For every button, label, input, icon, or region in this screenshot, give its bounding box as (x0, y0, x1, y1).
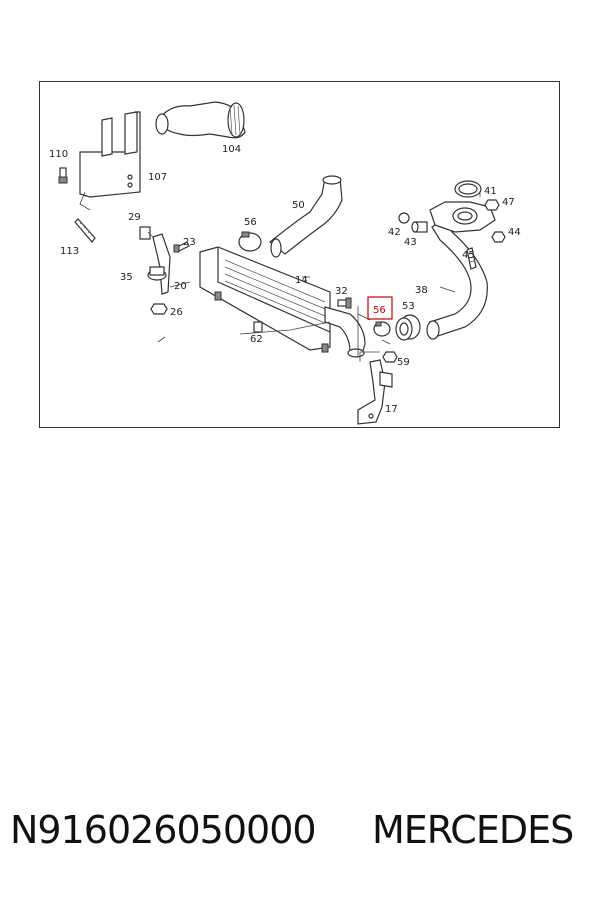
part-38-charge-pipe (426, 219, 488, 340)
part-107-bracket (79, 111, 141, 211)
label-113: 113 (60, 246, 79, 257)
label-62: 62 (250, 334, 263, 345)
label-104: 104 (222, 144, 241, 155)
parts-diagram: 110 107 104 113 29 23 35 20 26 56 50 14 … (39, 81, 560, 428)
label-26: 26 (170, 307, 183, 318)
label-17: 17 (385, 404, 398, 415)
part-14-intercooler (199, 246, 331, 353)
label-59: 59 (397, 357, 410, 368)
label-47: 47 (502, 197, 515, 208)
label-38: 38 (415, 285, 428, 296)
part-44-nut (491, 231, 506, 243)
label-41: 41 (484, 186, 497, 197)
part-20-bracket (147, 231, 171, 295)
part-59-bolt (382, 351, 398, 363)
label-50: 50 (292, 200, 305, 211)
part-23-bolt (173, 241, 190, 253)
footer: N916026050000 MERCEDES (0, 808, 600, 858)
part-113-sleeve (74, 218, 96, 243)
label-56-upper: 56 (244, 217, 257, 228)
label-107: 107 (148, 172, 167, 183)
label-110: 110 (49, 149, 68, 160)
part-43-bush (411, 221, 428, 233)
part-62-nut (253, 321, 263, 333)
label-56-highlighted: 56 (373, 305, 386, 316)
label-32: 32 (335, 286, 348, 297)
part-104-intake-hose (155, 101, 246, 139)
part-number: N916026050000 (10, 808, 317, 852)
part-45-stud (466, 247, 477, 270)
label-45: 45 (462, 250, 475, 261)
part-17-bracket (357, 359, 393, 425)
exploded-parts-drawing: 110 107 104 113 29 23 35 20 26 56 50 14 … (49, 101, 521, 425)
part-42-ring (398, 212, 410, 224)
part-41-gasket (454, 180, 482, 198)
label-35: 35 (120, 272, 133, 283)
label-53: 53 (402, 301, 415, 312)
brand-name: MERCEDES (372, 808, 574, 852)
part-flange-assembly (429, 201, 496, 233)
part-53-coupling (395, 314, 421, 341)
label-44: 44 (508, 227, 521, 238)
part-32-sensor (337, 297, 352, 309)
part-35-mount (147, 266, 167, 281)
part-26-nut (150, 303, 168, 315)
highlight-box-56 (367, 296, 393, 320)
label-20: 20 (174, 281, 187, 292)
part-29-clip (139, 226, 151, 240)
part-56-clamp-highlighted (373, 321, 391, 337)
part-47-nut (484, 199, 500, 211)
part-50-hose (269, 175, 343, 258)
label-14: 14 (295, 275, 308, 286)
leader-lines (157, 192, 481, 362)
label-23: 23 (183, 237, 196, 248)
label-43: 43 (404, 237, 417, 248)
part-56-clamp-upper (238, 231, 262, 252)
label-29: 29 (128, 212, 141, 223)
label-42: 42 (388, 227, 401, 238)
part-110-bolt (58, 167, 68, 184)
